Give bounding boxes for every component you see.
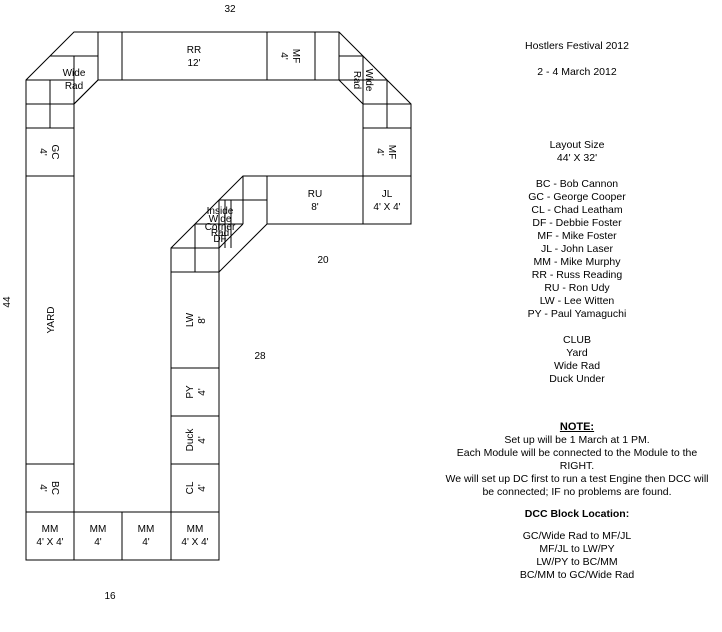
dcc-item: MF/JL to LW/PY bbox=[539, 543, 615, 555]
member-item: DF - Debbie Foster bbox=[532, 217, 622, 229]
inside-corner-l1: Inside bbox=[207, 206, 234, 217]
mm3-name: MM bbox=[138, 524, 155, 535]
module-rr bbox=[121, 31, 268, 81]
lw-size: 8' bbox=[197, 316, 208, 324]
mf-side-size: 4' bbox=[374, 148, 385, 156]
dcc-heading: DCC Block Location: bbox=[524, 508, 630, 520]
dcc-item: BC/MM to GC/Wide Rad bbox=[519, 569, 635, 581]
inside-corner-l3: Corner bbox=[205, 222, 236, 233]
mm3-size: 4' bbox=[142, 537, 150, 548]
dim-top: 32 bbox=[224, 4, 236, 15]
mf-side-name: MF bbox=[386, 145, 397, 159]
wide-rad-tr-line2: Rad bbox=[351, 71, 362, 89]
wide-rad-tr-line1: Wide bbox=[363, 69, 374, 92]
club-item: Duck Under bbox=[549, 373, 605, 385]
module-mm-3 bbox=[121, 511, 172, 561]
wide-rad-tl-line2: Rad bbox=[65, 81, 83, 92]
layout-size: 44' X 32' bbox=[556, 152, 598, 164]
note-line: RIGHT. bbox=[559, 460, 595, 472]
jl-name: JL bbox=[382, 189, 393, 200]
bc-name: BC bbox=[49, 481, 60, 495]
mf-top-name: MF bbox=[290, 49, 301, 63]
rr-size: 12' bbox=[187, 58, 200, 69]
member-item: LW - Lee Witten bbox=[539, 295, 615, 307]
yard-label: YARD bbox=[46, 306, 57, 333]
note-line: Each Module will be connected to the Mod… bbox=[456, 447, 698, 459]
module-ru bbox=[266, 175, 364, 225]
note-heading: NOTE: bbox=[559, 421, 595, 433]
duck-name: Duck bbox=[185, 428, 196, 452]
cl-name: CL bbox=[185, 481, 196, 494]
club-label: CLUB bbox=[562, 334, 591, 346]
mm2-name: MM bbox=[90, 524, 107, 535]
member-item: MF - Mike Foster bbox=[537, 230, 617, 242]
dcc-item: LW/PY to BC/MM bbox=[536, 556, 618, 568]
member-item: RR - Russ Reading bbox=[531, 269, 623, 281]
module-jl bbox=[362, 175, 412, 225]
mm4-size: 4' X 4' bbox=[181, 537, 208, 548]
club-item: Yard bbox=[566, 347, 588, 359]
festival-title: Hostlers Festival 2012 bbox=[525, 40, 629, 52]
note-line: Set up will be 1 March at 1 PM. bbox=[504, 434, 650, 446]
mm1-size: 4' X 4' bbox=[36, 537, 63, 548]
member-item: BC - Bob Cannon bbox=[535, 178, 619, 190]
gc-name: GC bbox=[49, 145, 60, 160]
inside-corner-l5: DF bbox=[213, 234, 226, 245]
module-mm-4 bbox=[170, 511, 220, 561]
ru-name: RU bbox=[308, 189, 322, 200]
mm4-name: MM bbox=[187, 524, 204, 535]
layout-size-label: Layout Size bbox=[549, 139, 605, 151]
member-item: CL - Chad Leatham bbox=[531, 204, 623, 216]
bc-size: 4' bbox=[37, 484, 48, 492]
py-size: 4' bbox=[197, 388, 208, 396]
dim-left: 44 bbox=[2, 296, 13, 308]
inside-corner-l4: Rad bbox=[211, 228, 229, 239]
note-line: be connected; IF no problems are found. bbox=[482, 486, 672, 498]
module-mm-1 bbox=[25, 511, 75, 561]
member-list: BC - Bob Cannon GC - George Cooper CL - … bbox=[432, 178, 722, 321]
dim-inner-long: 28 bbox=[254, 351, 266, 362]
festival-dates: 2 - 4 March 2012 bbox=[537, 66, 617, 78]
member-item: GC - George Cooper bbox=[528, 191, 626, 203]
cl-size: 4' bbox=[197, 484, 208, 492]
rr-name: RR bbox=[187, 45, 201, 56]
jl-size: 4' X 4' bbox=[373, 202, 400, 213]
club-item: Wide Rad bbox=[553, 360, 601, 372]
layout-diagram: 32 44 16 16 20 28 RR 12' MF 4' Wide Rad … bbox=[2, 4, 412, 602]
info-panel: Hostlers Festival 2012 2 - 4 March 2012 … bbox=[432, 40, 722, 582]
member-item: JL - John Laser bbox=[541, 243, 613, 255]
note-line: We will set up DC first to run a test En… bbox=[445, 473, 709, 485]
dcc-item: GC/Wide Rad to MF/JL bbox=[522, 530, 632, 542]
py-name: PY bbox=[185, 385, 196, 399]
mm1-name: MM bbox=[42, 524, 59, 535]
duck-size: 4' bbox=[197, 436, 208, 444]
member-item: PY - Paul Yamaguchi bbox=[527, 308, 627, 320]
dim-inner-short: 20 bbox=[317, 255, 329, 266]
dim-bottom: 16 bbox=[104, 591, 116, 602]
mm2-size: 4' bbox=[94, 537, 102, 548]
ru-size: 8' bbox=[311, 202, 319, 213]
inside-corner-l2: Wide bbox=[209, 214, 232, 225]
inside-corner bbox=[170, 175, 268, 273]
wide-rad-tl-line1: Wide bbox=[63, 68, 86, 79]
member-item: RU - Ron Udy bbox=[544, 282, 610, 294]
mf-top-size: 4' bbox=[278, 52, 289, 60]
gc-size: 4' bbox=[37, 148, 48, 156]
member-item: MM - Mike Murphy bbox=[533, 256, 621, 268]
lw-name: LW bbox=[185, 312, 196, 327]
module-mm-2 bbox=[73, 511, 123, 561]
